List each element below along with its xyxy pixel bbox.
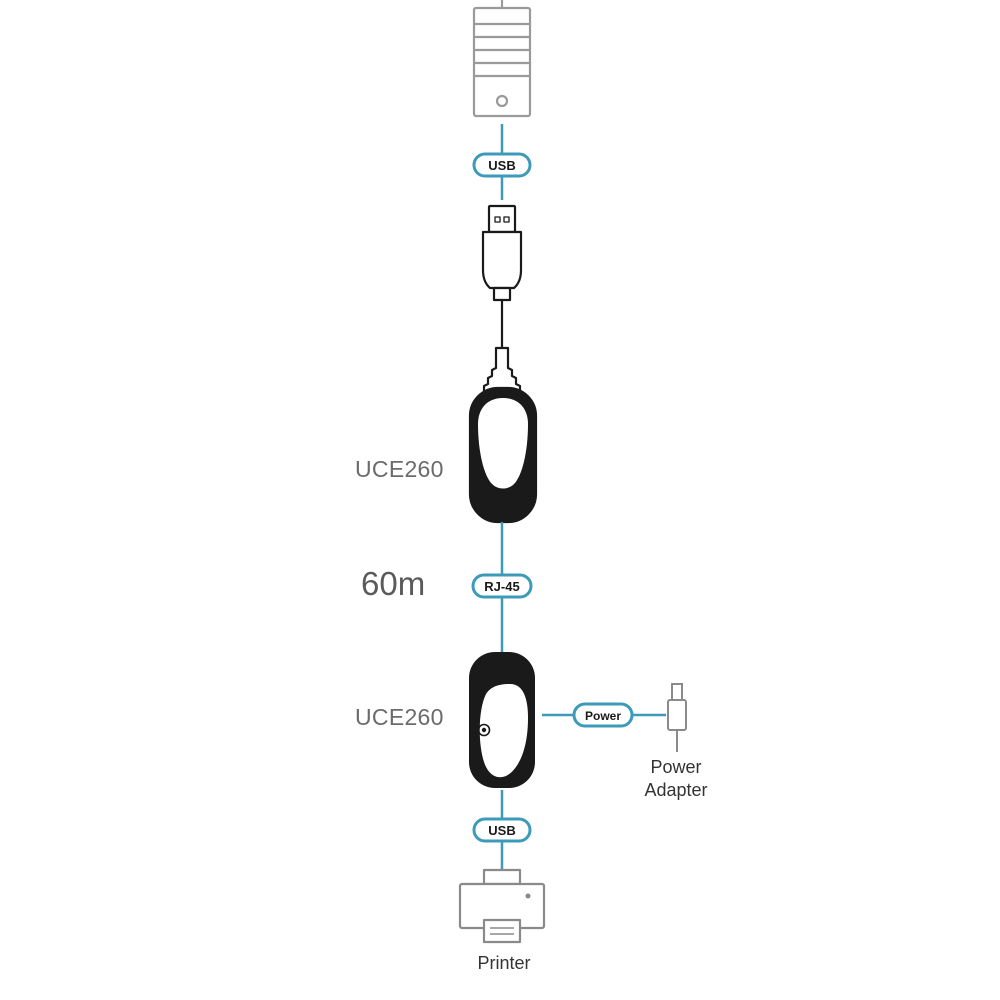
usb-plug-icon (481, 204, 523, 348)
uce260-local-unit-icon (468, 346, 538, 524)
power-adapter-label: Power Adapter (628, 756, 724, 802)
usb-connector-label-bottom: USB (488, 823, 515, 838)
local-unit-model-label: UCE260 (355, 456, 444, 482)
usb-connector-label-top: USB (488, 158, 515, 173)
rj45-connector-badge: RJ-45 (471, 573, 533, 599)
distance-label: 60m (361, 565, 426, 602)
power-adapter-plug-icon (667, 683, 687, 752)
uce260-remote-unit-icon (469, 652, 535, 788)
power-adapter-label-line1: Power (650, 757, 702, 777)
printer-icon (458, 868, 546, 944)
power-connector-badge: Power (572, 702, 634, 728)
rj45-connector-label: RJ-45 (484, 579, 519, 594)
usb-connector-badge-bottom: USB (472, 817, 532, 843)
usb-connector-badge-top: USB (472, 152, 532, 178)
computer-tower-icon (472, 0, 532, 118)
power-adapter-label-line2: Adapter (644, 780, 708, 800)
power-connector-label: Power (585, 709, 621, 723)
remote-unit-model-label: UCE260 (355, 704, 444, 730)
printer-label: Printer (477, 953, 531, 973)
